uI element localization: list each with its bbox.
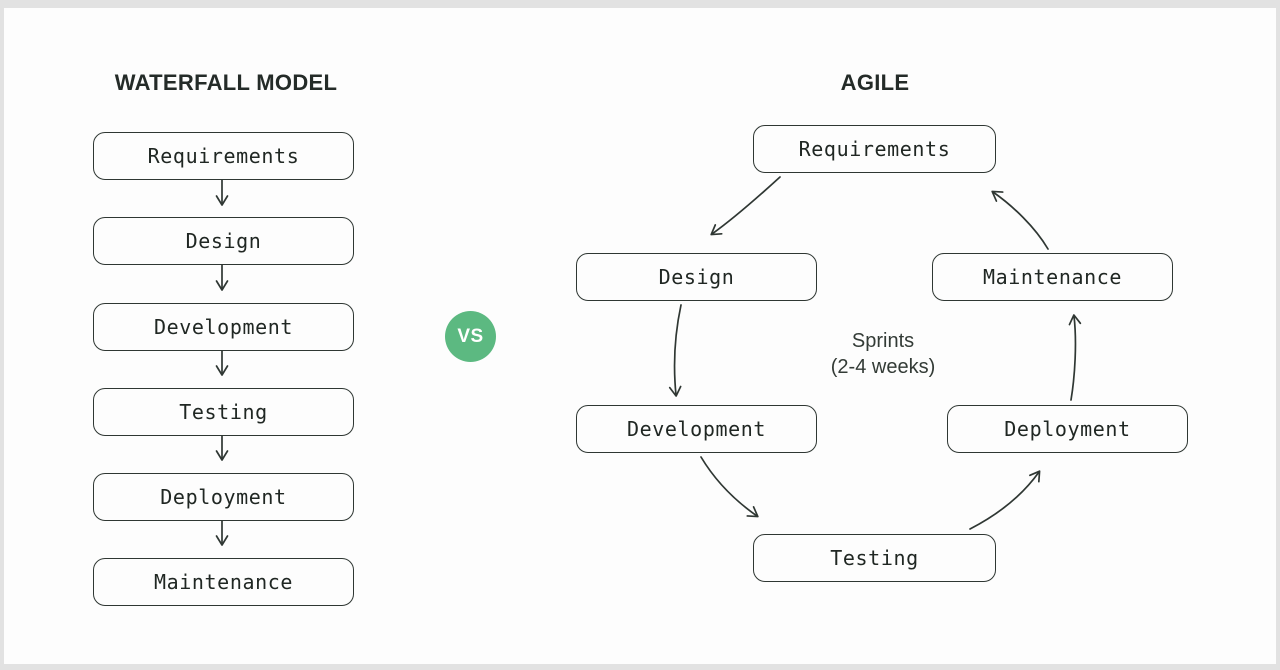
agile-step-testing: Testing xyxy=(753,534,996,582)
agile-step-requirements: Requirements xyxy=(753,125,996,173)
sprint-note-line2: (2-4 weeks) xyxy=(830,356,936,378)
waterfall-step-label: Requirements xyxy=(147,144,300,168)
agile-step-label: Deployment xyxy=(1004,417,1131,441)
agile-title: AGILE xyxy=(840,70,910,95)
agile-step-deployment: Deployment xyxy=(947,405,1188,453)
sprint-note-line1: Sprints xyxy=(851,330,915,352)
waterfall-step-label: Deployment xyxy=(160,485,287,509)
agile-step-design: Design xyxy=(576,253,817,301)
waterfall-step-label: Design xyxy=(185,229,262,253)
waterfall-step-design: Design xyxy=(93,217,354,265)
arrow-agile-design-to-development xyxy=(668,304,682,397)
waterfall-step-requirements: Requirements xyxy=(93,132,354,180)
waterfall-step-maintenance: Maintenance xyxy=(93,558,354,606)
agile-step-maintenance: Maintenance xyxy=(932,253,1173,301)
agile-step-label: Design xyxy=(658,265,735,289)
arrow-agile-requirements-to-design xyxy=(710,176,781,236)
arrow-agile-development-to-testing xyxy=(700,456,759,518)
waterfall-title: WATERFALL MODEL xyxy=(114,70,338,95)
agile-step-label: Maintenance xyxy=(982,265,1123,289)
arrow-agile-testing-to-deployment xyxy=(969,470,1041,530)
vs-badge: VS xyxy=(445,311,496,362)
agile-step-label: Requirements xyxy=(798,137,951,161)
waterfall-step-development: Development xyxy=(93,303,354,351)
sprint-note: Sprints (2-4 weeks) xyxy=(783,328,983,380)
arrow-agile-maintenance-to-requirements xyxy=(991,190,1049,250)
waterfall-step-testing: Testing xyxy=(93,388,354,436)
waterfall-step-label: Maintenance xyxy=(153,570,294,594)
waterfall-step-label: Development xyxy=(153,315,294,339)
vs-badge-label: VS xyxy=(457,325,484,347)
agile-step-label: Development xyxy=(626,417,767,441)
waterfall-step-label: Testing xyxy=(179,400,268,424)
waterfall-step-deployment: Deployment xyxy=(93,473,354,521)
agile-step-development: Development xyxy=(576,405,817,453)
arrow-agile-deployment-to-maintenance xyxy=(1068,314,1082,401)
agile-step-label: Testing xyxy=(830,546,919,570)
